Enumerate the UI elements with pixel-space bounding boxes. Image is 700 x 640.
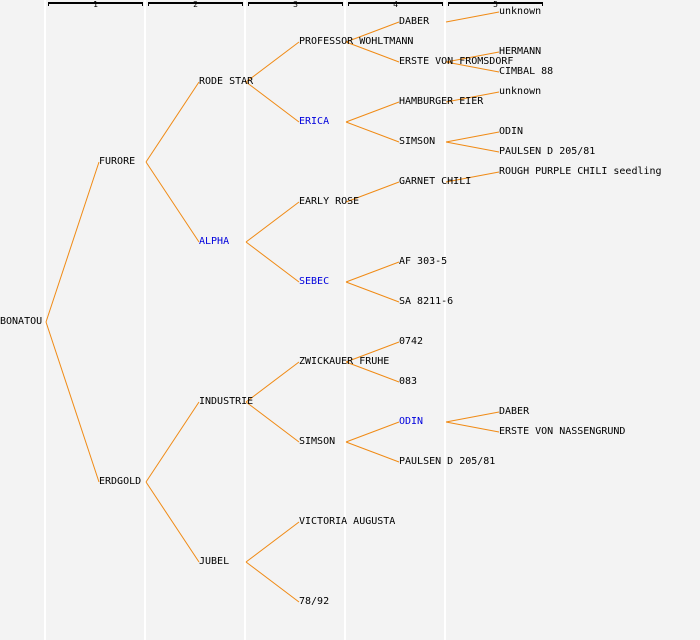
- pedigree-link: [445, 91, 500, 103]
- pedigree-link: [445, 141, 500, 153]
- pedigree-link: [245, 401, 300, 443]
- pedigree-link: [345, 341, 400, 363]
- pedigree-link: [345, 121, 400, 143]
- pedigree-link: [245, 201, 300, 243]
- pedigree-node-gen2[interactable]: FURORE: [99, 156, 136, 167]
- pedigree-link: [145, 161, 200, 243]
- pedigree-node-gen5[interactable]: PAULSEN D 205/81: [399, 456, 496, 467]
- pedigree-node-gen5[interactable]: HAMBURGER EIER: [399, 96, 484, 107]
- pedigree-link: [445, 421, 500, 433]
- pedigree-link: [445, 131, 500, 143]
- pedigree-link: [345, 181, 400, 203]
- pedigree-node-gen4[interactable]: VICTORIA AUGUSTA: [299, 516, 396, 527]
- pedigree-link: [445, 11, 500, 23]
- pedigree-link: [445, 61, 500, 73]
- pedigree-node-gen4[interactable]: SIMSON: [299, 436, 336, 447]
- pedigree-link: [345, 361, 400, 383]
- pedigree-node-gen4[interactable]: 78/92: [299, 596, 330, 607]
- generation-number: 5: [493, 0, 498, 9]
- pedigree-node-gen4[interactable]: PROFESSOR WOHLTMANN: [299, 36, 414, 47]
- pedigree-node-gen6[interactable]: DABER: [499, 406, 530, 417]
- pedigree-node-gen3[interactable]: INDUSTRIE: [199, 396, 254, 407]
- pedigree-link: [445, 51, 500, 63]
- column-separator: [244, 0, 246, 640]
- pedigree-node-gen5[interactable]: AF 303-5: [399, 256, 448, 267]
- pedigree-node-gen4[interactable]: EARLY ROSE: [299, 196, 360, 207]
- pedigree-link: [345, 41, 400, 63]
- pedigree-link: [345, 441, 400, 463]
- pedigree-link: [145, 481, 200, 563]
- generation-header-bracket: [348, 2, 443, 6]
- pedigree-link: [245, 81, 300, 123]
- pedigree-node-gen5[interactable]: ODIN: [399, 416, 424, 427]
- pedigree-node-gen3[interactable]: ALPHA: [199, 236, 230, 247]
- pedigree-link: [245, 521, 300, 563]
- pedigree-link: [245, 561, 300, 603]
- pedigree-node-gen6[interactable]: HERMANN: [499, 46, 542, 57]
- pedigree-node-gen5[interactable]: 083: [399, 376, 418, 387]
- pedigree-node-gen5[interactable]: ERSTE VON FROMSDORF: [399, 56, 514, 67]
- pedigree-node-gen5[interactable]: GARNET CHILI: [399, 176, 472, 187]
- pedigree-node-gen6[interactable]: unknown: [499, 6, 542, 17]
- column-separator: [444, 0, 446, 640]
- pedigree-link: [345, 281, 400, 303]
- pedigree-link: [345, 261, 400, 283]
- pedigree-node-gen6[interactable]: PAULSEN D 205/81: [499, 146, 596, 157]
- pedigree-node-gen5[interactable]: SA 8211-6: [399, 296, 454, 307]
- pedigree-node-gen6[interactable]: ERSTE VON NASSENGRUND: [499, 426, 626, 437]
- pedigree-node-gen4[interactable]: ERICA: [299, 116, 330, 127]
- pedigree-node-gen3[interactable]: JUBEL: [199, 556, 230, 567]
- pedigree-link: [445, 411, 500, 423]
- pedigree-link: [45, 321, 100, 483]
- pedigree-link: [345, 101, 400, 123]
- generation-header-bracket: [48, 2, 143, 6]
- pedigree-node-gen1[interactable]: BONATOU: [0, 316, 43, 327]
- pedigree-link: [145, 81, 200, 163]
- column-separator: [44, 0, 46, 640]
- pedigree-link: [45, 161, 100, 323]
- pedigree-node-gen3[interactable]: RODE STAR: [199, 76, 254, 87]
- pedigree-node-gen6[interactable]: unknown: [499, 86, 542, 97]
- pedigree-node-gen4[interactable]: SEBEC: [299, 276, 330, 287]
- pedigree-node-gen5[interactable]: DABER: [399, 16, 430, 27]
- generation-number: 2: [193, 0, 198, 9]
- pedigree-node-gen6[interactable]: ROUGH PURPLE CHILI seedling: [499, 166, 662, 177]
- generation-header-bracket: [248, 2, 343, 6]
- pedigree-node-gen4[interactable]: ZWICKAUER FRUHE: [299, 356, 390, 367]
- pedigree-link: [445, 171, 500, 183]
- pedigree-link: [345, 421, 400, 443]
- pedigree-link: [245, 241, 300, 283]
- pedigree-node-gen5[interactable]: 0742: [399, 336, 424, 347]
- pedigree-node-gen6[interactable]: ODIN: [499, 126, 524, 137]
- pedigree-link: [245, 361, 300, 403]
- generation-header-bracket: [148, 2, 243, 6]
- column-separator: [344, 0, 346, 640]
- pedigree-link: [245, 41, 300, 83]
- generation-number: 1: [93, 0, 98, 9]
- pedigree-node-gen6[interactable]: CIMBAL 88: [499, 66, 554, 77]
- generation-number: 3: [293, 0, 298, 9]
- column-separator: [144, 0, 146, 640]
- pedigree-node-gen2[interactable]: ERDGOLD: [99, 476, 142, 487]
- pedigree-link: [145, 401, 200, 483]
- pedigree-link: [345, 21, 400, 43]
- pedigree-node-gen5[interactable]: SIMSON: [399, 136, 436, 147]
- generation-number: 4: [393, 0, 398, 9]
- generation-header-bracket: [448, 2, 543, 6]
